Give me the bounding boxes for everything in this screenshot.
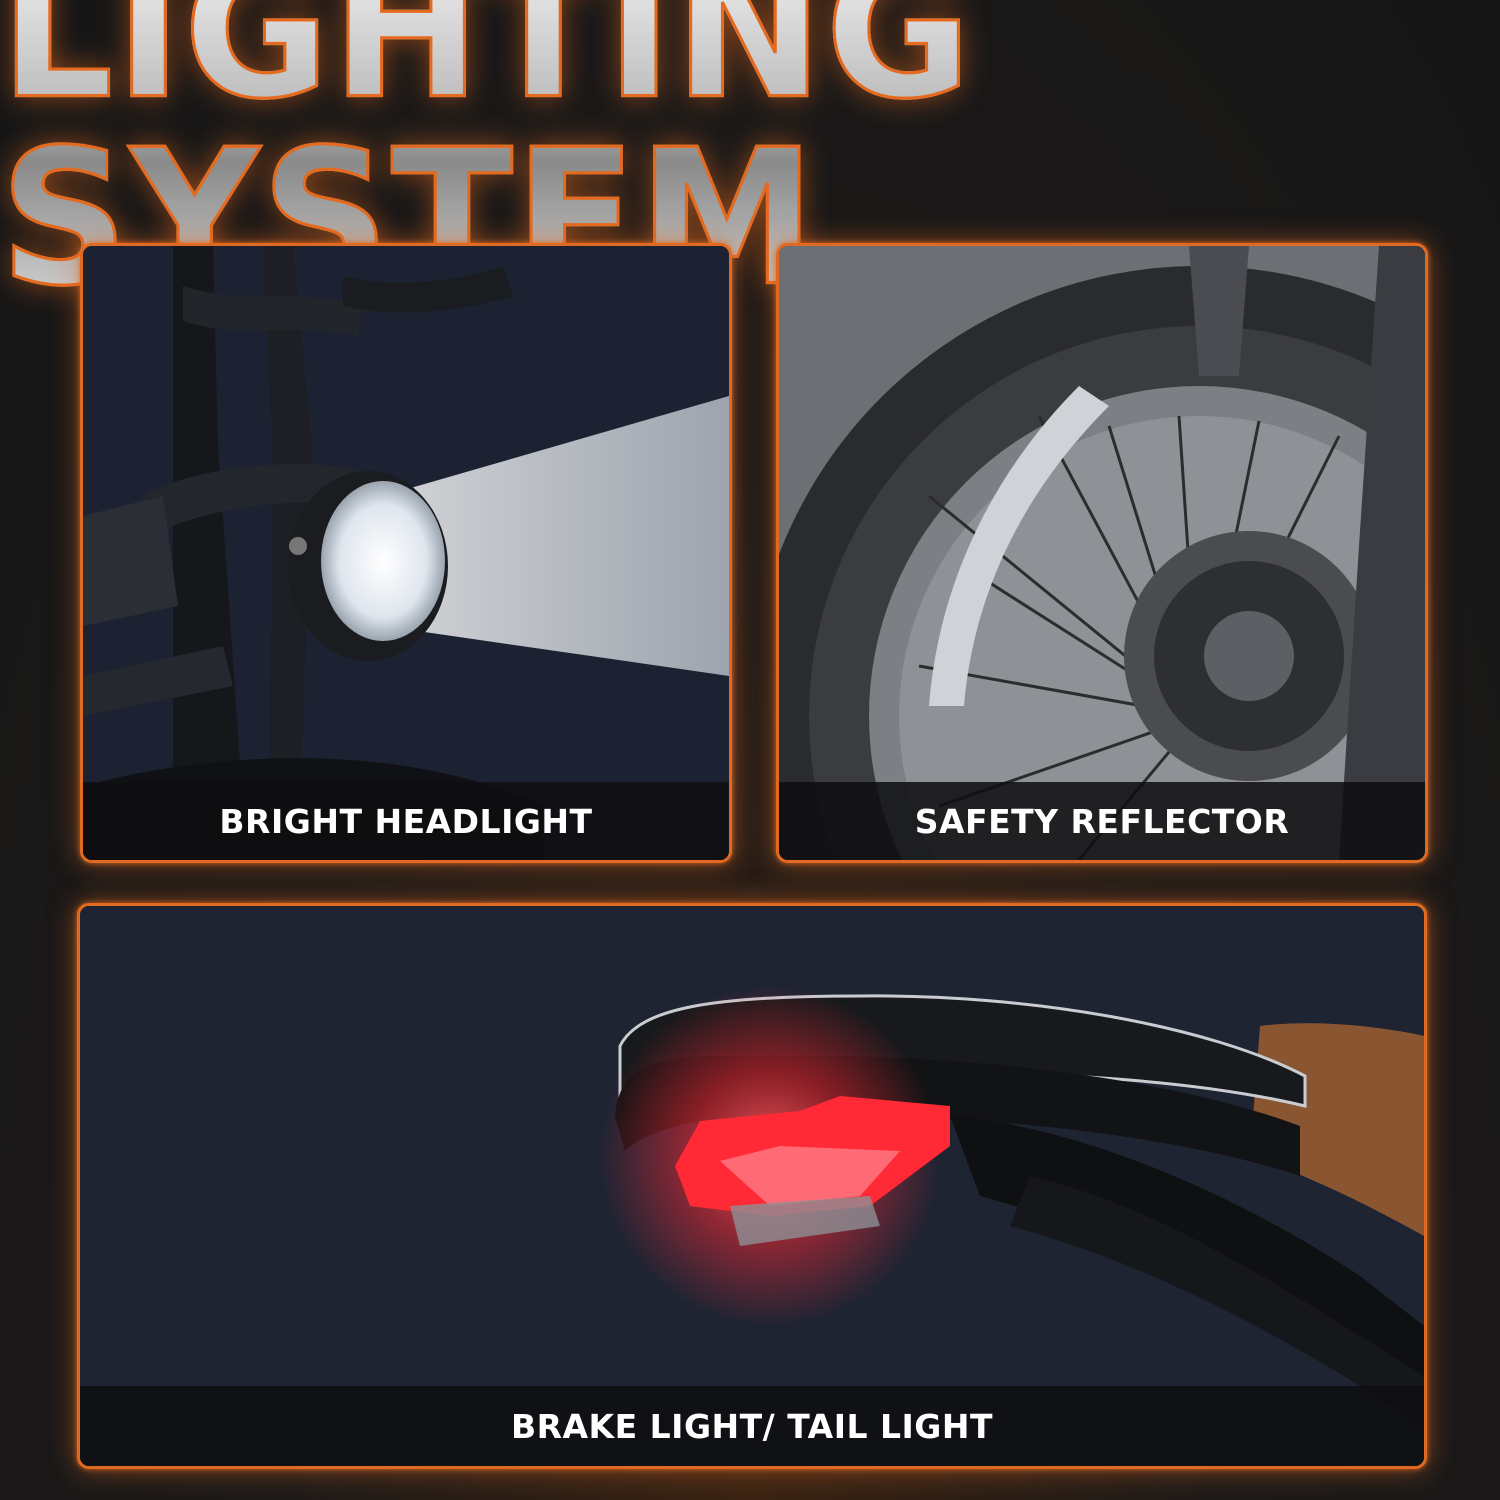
reflector-panel: SAFETY REFLECTOR: [776, 243, 1428, 863]
headlight-photo: [83, 246, 729, 860]
reflector-caption-bar: SAFETY REFLECTOR: [779, 782, 1425, 860]
tail-light-photo: [80, 906, 1424, 1466]
headlight-caption-bar: BRIGHT HEADLIGHT: [83, 782, 729, 860]
tail-light-caption: BRAKE LIGHT/ TAIL LIGHT: [510, 1406, 994, 1446]
tail-light-caption-bar: BRAKE LIGHT/ TAIL LIGHT: [80, 1386, 1424, 1466]
headlight-caption: BRIGHT HEADLIGHT: [219, 801, 593, 841]
headlight-panel: BRIGHT HEADLIGHT: [80, 243, 732, 863]
reflector-caption: SAFETY REFLECTOR: [914, 801, 1290, 841]
wheel-reflector-photo: [779, 246, 1425, 860]
page-title-container: LIGHTING SYSTEM: [0, 0, 1500, 313]
tail-light-panel: BRAKE LIGHT/ TAIL LIGHT: [77, 903, 1427, 1469]
